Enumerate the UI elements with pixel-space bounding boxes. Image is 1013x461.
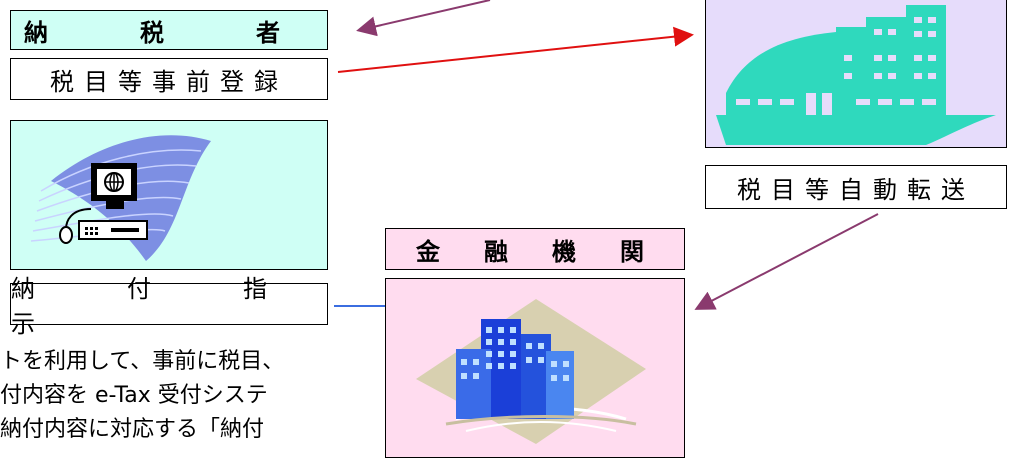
taxpayer-label: 納 税 者 xyxy=(24,18,314,47)
arrow-transfer-to-bank xyxy=(694,213,879,310)
financial-institution-box: 金 融 機 関 xyxy=(385,228,685,270)
computer-terminal-icon xyxy=(30,135,211,261)
financial-institution-label: 金 融 機 関 xyxy=(416,237,654,266)
body-text: トを利用して、事前に税目、 付内容を e-Tax 受付システ 納付内容に対応する… xyxy=(0,345,380,447)
payment-instruction-box: 納 付 指 示 xyxy=(10,275,328,338)
etax-panel xyxy=(705,0,1007,148)
auto-transfer-box: 税目等自動転送 xyxy=(705,165,1007,209)
bank-panel xyxy=(385,278,685,458)
arrow-preregister-to-etax xyxy=(337,26,694,73)
auto-transfer-label: 税目等自動転送 xyxy=(737,175,975,204)
preregister-box: 税目等事前登録 xyxy=(10,58,328,100)
taxpayer-box: 納 税 者 xyxy=(10,10,328,50)
computer-panel xyxy=(10,120,328,270)
payment-instruction-label: 納 付 指 示 xyxy=(11,275,359,338)
bank-building-icon xyxy=(416,299,646,444)
body-text-line-3: 納付内容に対応する「納付 xyxy=(0,417,265,442)
arrow-etax-to-taxpayer xyxy=(356,0,491,37)
preregister-label: 税目等事前登録 xyxy=(50,67,288,96)
body-text-line-1: トを利用して、事前に税目、 xyxy=(0,349,285,374)
government-building-icon xyxy=(716,5,996,145)
body-text-line-2: 付内容を e-Tax 受付システ xyxy=(0,383,268,408)
